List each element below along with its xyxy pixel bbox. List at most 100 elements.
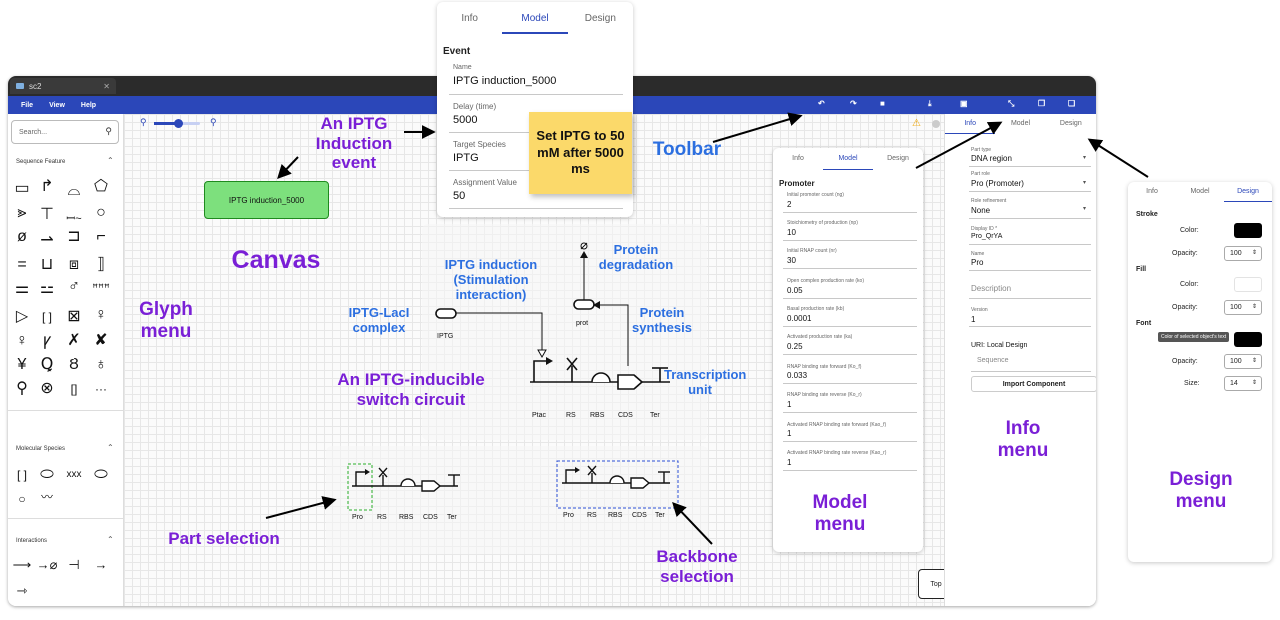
stepper-arrows-icon[interactable]: ⇕ bbox=[1251, 304, 1257, 310]
param-input[interactable]: 30 bbox=[787, 256, 796, 265]
more-icon[interactable]: ··· bbox=[95, 382, 107, 396]
stepper-arrows-icon[interactable]: ⇕ bbox=[1251, 358, 1257, 364]
image-icon[interactable]: ▣ bbox=[960, 99, 968, 108]
tab-info[interactable]: Info bbox=[1146, 188, 1158, 195]
glyph-origin[interactable]: ○ bbox=[96, 204, 106, 221]
param-input[interactable]: 1 bbox=[787, 458, 792, 467]
zoom-slider-thumb[interactable] bbox=[174, 119, 183, 128]
close-icon[interactable]: ✕ bbox=[103, 81, 110, 91]
paste-icon[interactable]: ❏ bbox=[1068, 99, 1076, 108]
glyph-protein[interactable]: ⬭ bbox=[40, 466, 54, 483]
menu-view[interactable]: View bbox=[49, 101, 65, 109]
section-molecular-species[interactable]: Molecular Species bbox=[16, 446, 66, 452]
glyph-cross-box[interactable]: ⊠ bbox=[67, 308, 81, 325]
delay-input[interactable]: 5000 bbox=[453, 114, 478, 126]
event-node[interactable]: IPTG induction_5000 bbox=[204, 181, 329, 219]
glyph-circle-small[interactable]: ○ bbox=[18, 492, 26, 506]
chevron-down-icon[interactable]: ▾ bbox=[1083, 180, 1087, 186]
glyph-terminator[interactable]: ⊤ bbox=[40, 206, 54, 223]
menu-help[interactable]: Help bbox=[80, 101, 97, 109]
glyph-cds[interactable]: ⬠ bbox=[94, 178, 108, 195]
tab-model[interactable]: Model bbox=[1190, 188, 1210, 195]
fill-color-swatch[interactable] bbox=[1234, 277, 1262, 292]
font-size-stepper[interactable]: 14⇕ bbox=[1224, 376, 1262, 391]
name-input[interactable]: Pro bbox=[971, 258, 984, 267]
chevron-up-icon[interactable]: ⌃ bbox=[107, 535, 114, 544]
glyph-stem-6[interactable]: Ꝗ bbox=[40, 356, 54, 373]
event-name-input[interactable]: IPTG induction_5000 bbox=[453, 75, 557, 87]
delete-icon[interactable]: ■ bbox=[880, 99, 885, 108]
glyph-arrowhead[interactable]: ▷ bbox=[15, 308, 29, 325]
glyph-stem-9[interactable]: ⚲ bbox=[16, 380, 28, 397]
tab-model[interactable]: Model bbox=[502, 2, 568, 34]
undo-icon[interactable]: ↶ bbox=[818, 99, 825, 108]
version-input[interactable]: 1 bbox=[971, 315, 976, 324]
glyph-degradation[interactable]: →⌀ bbox=[36, 557, 58, 572]
stepper-arrows-icon[interactable]: ⇕ bbox=[1251, 380, 1257, 386]
chevron-up-icon[interactable]: ⌃ bbox=[107, 443, 114, 452]
download-icon[interactable]: ⤓ bbox=[928, 99, 932, 108]
section-interactions[interactable]: Interactions bbox=[16, 538, 48, 544]
redo-icon[interactable]: ↷ bbox=[850, 99, 857, 108]
glyph-stem-5[interactable]: ¥ bbox=[17, 356, 27, 373]
font-opacity-stepper[interactable]: 100⇕ bbox=[1224, 354, 1262, 369]
copy-icon[interactable]: ❐ bbox=[1038, 99, 1046, 108]
font-color-swatch[interactable] bbox=[1234, 332, 1262, 347]
param-input[interactable]: 2 bbox=[787, 200, 792, 209]
glyph-process[interactable]: ⇾ bbox=[16, 583, 28, 598]
glyph-cup[interactable]: ⊔ bbox=[40, 256, 54, 273]
glyph-spacer[interactable]: = bbox=[17, 256, 27, 273]
glyph-5-overhang[interactable]: ⌐ bbox=[96, 228, 106, 245]
description-input[interactable]: Description bbox=[971, 284, 1012, 293]
glyph-stem-2[interactable]: ꝩ bbox=[42, 332, 52, 349]
target-species-input[interactable]: IPTG bbox=[453, 152, 479, 164]
section-sequence-feature[interactable]: Sequence Feature bbox=[16, 159, 66, 165]
tab-info[interactable]: Info bbox=[792, 155, 804, 162]
glyph-stem-7[interactable]: Ȣ bbox=[69, 356, 79, 373]
selection-group[interactable]: Pro RS RBS CDS Ter Pro RS RBS CDS Ter bbox=[326, 446, 708, 554]
stroke-opacity-stepper[interactable]: 100⇕ bbox=[1224, 246, 1262, 261]
tab-design[interactable]: Design bbox=[1059, 120, 1082, 127]
glyph-stem-8[interactable]: ♁ bbox=[95, 356, 107, 373]
glyph-ssrna[interactable]: xxx bbox=[66, 469, 82, 480]
glyph-rbs[interactable]: ⌓ bbox=[67, 182, 81, 199]
stroke-color-swatch[interactable] bbox=[1234, 223, 1262, 238]
glyph-dashes[interactable]: ⚌ bbox=[14, 280, 30, 297]
menu-file[interactable]: File bbox=[21, 101, 34, 109]
tab-model[interactable]: Model bbox=[1010, 120, 1031, 127]
tab-model[interactable]: Model bbox=[823, 148, 873, 170]
glyph-circle-x[interactable]: ⊗ bbox=[40, 380, 54, 397]
layout-icon[interactable]: ⤡ bbox=[1008, 99, 1015, 108]
glyph-squiggle[interactable]: 〰 bbox=[40, 490, 53, 504]
glyph-pin[interactable]: ♀ bbox=[95, 306, 107, 323]
circuit-group[interactable]: IPTG prot Ptac RS RBS CDS Ter bbox=[422, 224, 707, 440]
search-input[interactable]: Search... ⚲ bbox=[11, 120, 119, 144]
param-input[interactable]: 0.05 bbox=[787, 286, 803, 295]
chevron-down-icon[interactable]: ▾ bbox=[1083, 206, 1087, 212]
glyph-insulator[interactable]: ø bbox=[17, 228, 27, 245]
glyph-operator[interactable]: ⪢ bbox=[17, 204, 27, 221]
tab-info[interactable]: Info bbox=[945, 114, 996, 134]
tab-design[interactable]: Design bbox=[1224, 182, 1272, 202]
search-icon[interactable]: ⚲ bbox=[105, 126, 112, 136]
glyph-stem-3[interactable]: ✗ bbox=[67, 332, 81, 349]
glyph-brackets[interactable]: [ ] bbox=[41, 310, 52, 324]
window-tab[interactable]: sc2 ✕ bbox=[10, 78, 116, 94]
glyph-aptamer[interactable]: ꟷ~ bbox=[66, 213, 82, 225]
param-input[interactable]: 1 bbox=[787, 429, 792, 438]
glyph-stem-1[interactable]: ♀ bbox=[16, 332, 28, 349]
glyph-stimulation[interactable]: ⟶ bbox=[12, 557, 32, 572]
glyph-waves[interactable]: ꟸꟸꟸ bbox=[92, 283, 110, 294]
part-type-select[interactable]: DNA region bbox=[971, 154, 1012, 163]
role-refinement-select[interactable]: None bbox=[971, 206, 991, 215]
tab-design[interactable]: Design bbox=[584, 13, 616, 24]
chevron-down-icon[interactable]: ▾ bbox=[1083, 155, 1087, 161]
glyph-cds-box[interactable]: ▭ bbox=[14, 180, 30, 197]
glyph-complex[interactable]: [ ] bbox=[16, 468, 27, 482]
sequence-input[interactable]: Sequence bbox=[977, 357, 1009, 364]
glyph-pin-loop[interactable]: ♂ bbox=[68, 278, 80, 295]
glyph-bracket[interactable]: ⟧ bbox=[97, 256, 105, 273]
display-id-input[interactable]: Pro_QrYA bbox=[971, 233, 1003, 240]
glyph-primer[interactable]: ⇀ bbox=[40, 232, 54, 249]
fill-opacity-stepper[interactable]: 100⇕ bbox=[1224, 300, 1262, 315]
